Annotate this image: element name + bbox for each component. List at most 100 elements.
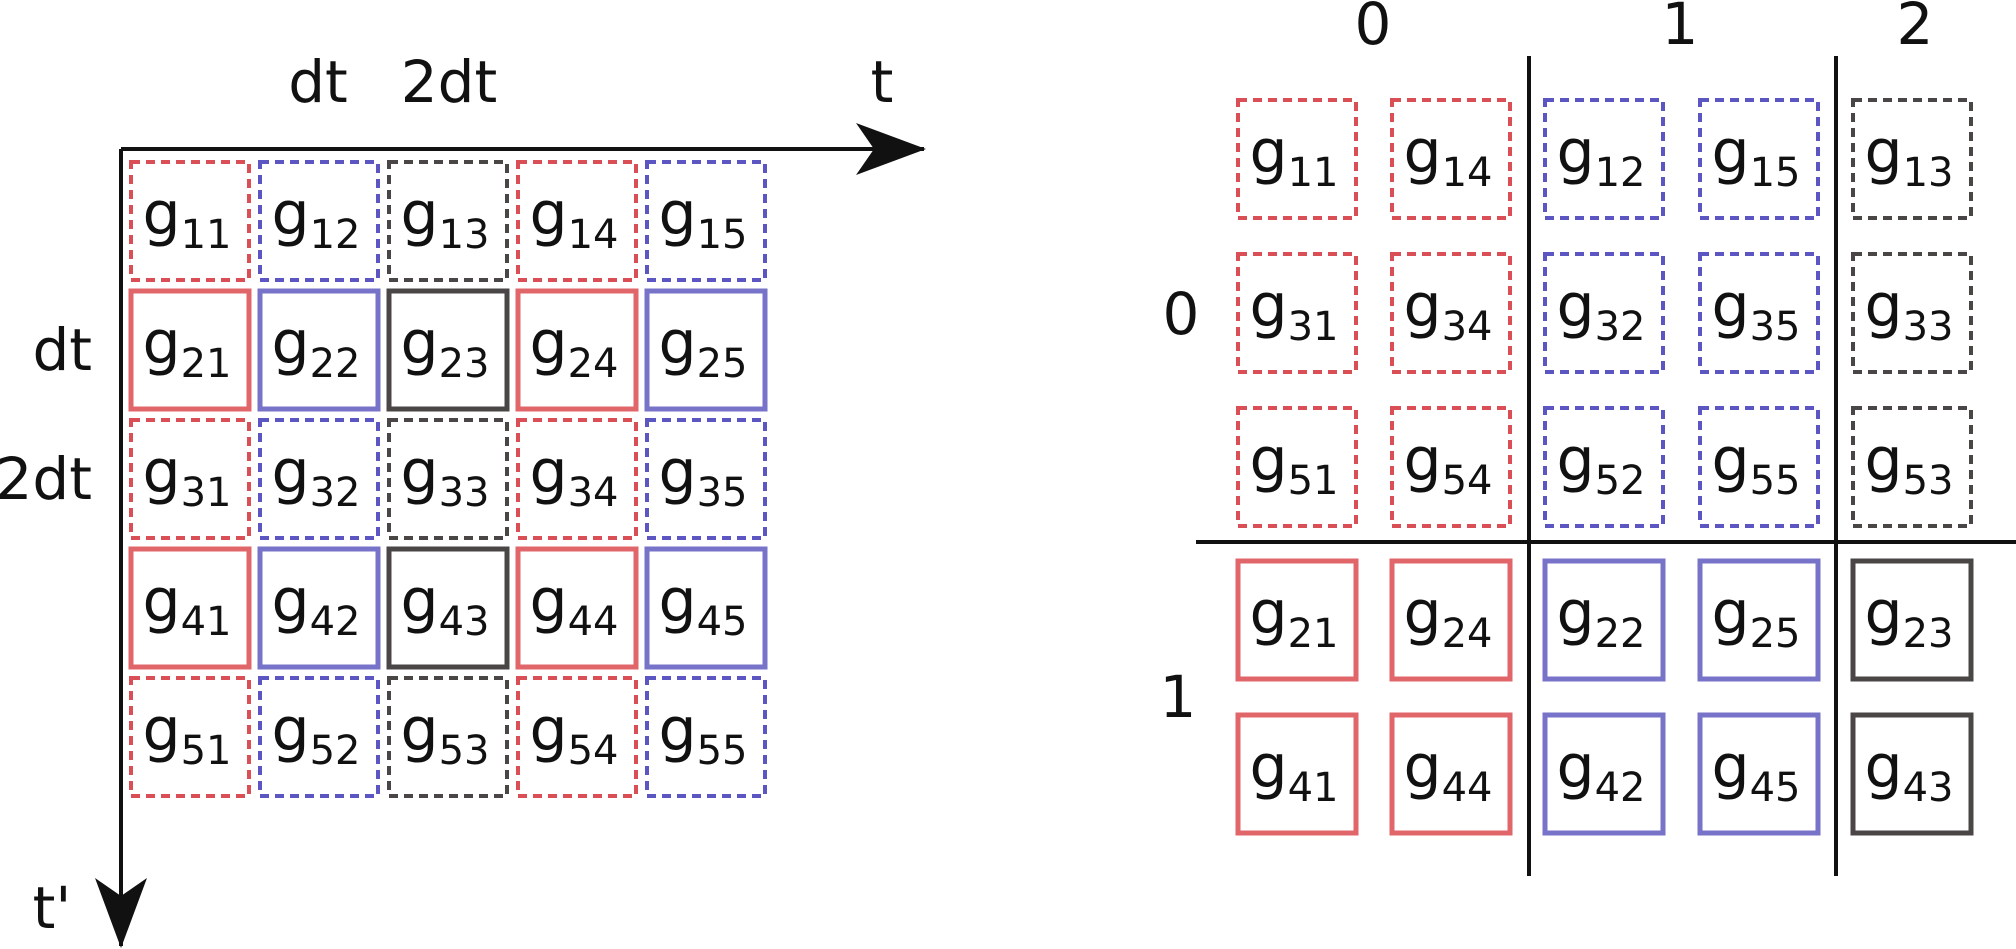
- right-cell-g45: g45: [1697, 712, 1821, 836]
- cell-subscript: 54: [568, 728, 619, 774]
- row-group-label-0: 0: [1163, 280, 1200, 348]
- cell-subscript: 53: [1903, 458, 1954, 504]
- cell-label: g34: [1404, 271, 1493, 350]
- cell-subscript: 54: [1442, 458, 1493, 504]
- right-cell-g31: g31: [1236, 252, 1358, 374]
- cell-label: g54: [1404, 425, 1493, 504]
- cell-border: [516, 418, 638, 540]
- cell-label: g14: [530, 179, 619, 258]
- cell-border: [1542, 558, 1666, 682]
- cell-symbol: g: [401, 566, 439, 636]
- cell-symbol: g: [659, 566, 697, 636]
- cell-symbol: g: [659, 179, 697, 249]
- cell-label: g35: [1712, 271, 1801, 350]
- cell-label: g55: [659, 695, 748, 774]
- left-cell-g41: g41: [128, 546, 252, 670]
- left-cell-g15: g15: [645, 160, 767, 282]
- cell-border: [515, 546, 639, 670]
- left-cell-g53: g53: [387, 676, 509, 798]
- cell-border: [516, 160, 638, 282]
- cell-symbol: g: [1712, 578, 1750, 648]
- side-tick-dt: dt: [32, 316, 92, 384]
- cell-symbol: g: [401, 695, 439, 765]
- right-cell-g33: g33: [1851, 252, 1973, 374]
- cell-label: g13: [401, 179, 490, 258]
- cell-symbol: g: [143, 437, 181, 507]
- cell-subscript: 23: [439, 341, 490, 387]
- cell-subscript: 55: [1750, 458, 1801, 504]
- cell-symbol: g: [1404, 578, 1442, 648]
- cell-label: g55: [1712, 425, 1801, 504]
- cell-border: [1851, 406, 1973, 528]
- cell-symbol: g: [1250, 578, 1288, 648]
- right-cell-g23: g23: [1850, 558, 1974, 682]
- cell-subscript: 41: [181, 599, 232, 645]
- cell-symbol: g: [1865, 578, 1903, 648]
- left-cell-g34: g34: [516, 418, 638, 540]
- cell-subscript: 42: [1595, 765, 1646, 811]
- left-cell-g25: g25: [644, 288, 768, 412]
- left-cell-g21: g21: [128, 288, 252, 412]
- left-cell-g44: g44: [515, 546, 639, 670]
- cell-border: [1235, 712, 1359, 836]
- cell-subscript: 13: [1903, 150, 1954, 196]
- right-cell-g22: g22: [1542, 558, 1666, 682]
- cell-border: [128, 288, 252, 412]
- cell-border: [1542, 712, 1666, 836]
- cell-symbol: g: [272, 566, 310, 636]
- cell-symbol: g: [1404, 117, 1442, 187]
- cell-label: g32: [1557, 271, 1646, 350]
- tprime-axis-label: t': [33, 874, 72, 942]
- cell-subscript: 22: [310, 341, 361, 387]
- cell-subscript: 12: [1595, 150, 1646, 196]
- cell-border: [644, 288, 768, 412]
- cell-label: g51: [1250, 425, 1339, 504]
- right-cell-g51: g51: [1236, 406, 1358, 528]
- cell-symbol: g: [1865, 425, 1903, 495]
- cell-label: g23: [1865, 578, 1954, 657]
- cell-symbol: g: [1712, 271, 1750, 341]
- cell-label: g52: [272, 695, 361, 774]
- cell-symbol: g: [272, 179, 310, 249]
- cell-label: g44: [530, 566, 619, 645]
- left-cell-g33: g33: [387, 418, 509, 540]
- cell-symbol: g: [530, 179, 568, 249]
- left-cell-g31: g31: [129, 418, 251, 540]
- left-cell-g11: g11: [129, 160, 251, 282]
- cell-border: [1236, 98, 1358, 220]
- cell-border: [1698, 406, 1820, 528]
- cell-label: g42: [1557, 732, 1646, 811]
- cell-symbol: g: [530, 566, 568, 636]
- cell-subscript: 11: [1288, 150, 1339, 196]
- right-cell-g13: g13: [1851, 98, 1973, 220]
- cell-border: [1543, 406, 1665, 528]
- cell-label: g53: [1865, 425, 1954, 504]
- column-group-label-1: 1: [1662, 0, 1699, 58]
- cell-label: g43: [1865, 732, 1954, 811]
- cell-border: [386, 546, 510, 670]
- left-cell-g43: g43: [386, 546, 510, 670]
- cell-border: [645, 676, 767, 798]
- right-cell-g42: g42: [1542, 712, 1666, 836]
- cell-label: g23: [401, 308, 490, 387]
- left-cell-g22: g22: [257, 288, 381, 412]
- cell-border: [387, 676, 509, 798]
- cell-label: g21: [1250, 578, 1339, 657]
- cell-label: g42: [272, 566, 361, 645]
- cell-symbol: g: [1404, 425, 1442, 495]
- cell-subscript: 55: [697, 728, 748, 774]
- cell-symbol: g: [1557, 425, 1595, 495]
- cell-symbol: g: [1557, 117, 1595, 187]
- cell-border: [1698, 98, 1820, 220]
- cell-subscript: 53: [439, 728, 490, 774]
- cell-border: [129, 418, 251, 540]
- left-cell-g54: g54: [516, 676, 638, 798]
- cell-symbol: g: [143, 308, 181, 378]
- left-cell-g45: g45: [644, 546, 768, 670]
- cell-subscript: 31: [181, 470, 232, 516]
- cell-symbol: g: [1404, 271, 1442, 341]
- cell-label: g35: [659, 437, 748, 516]
- cell-border: [1543, 98, 1665, 220]
